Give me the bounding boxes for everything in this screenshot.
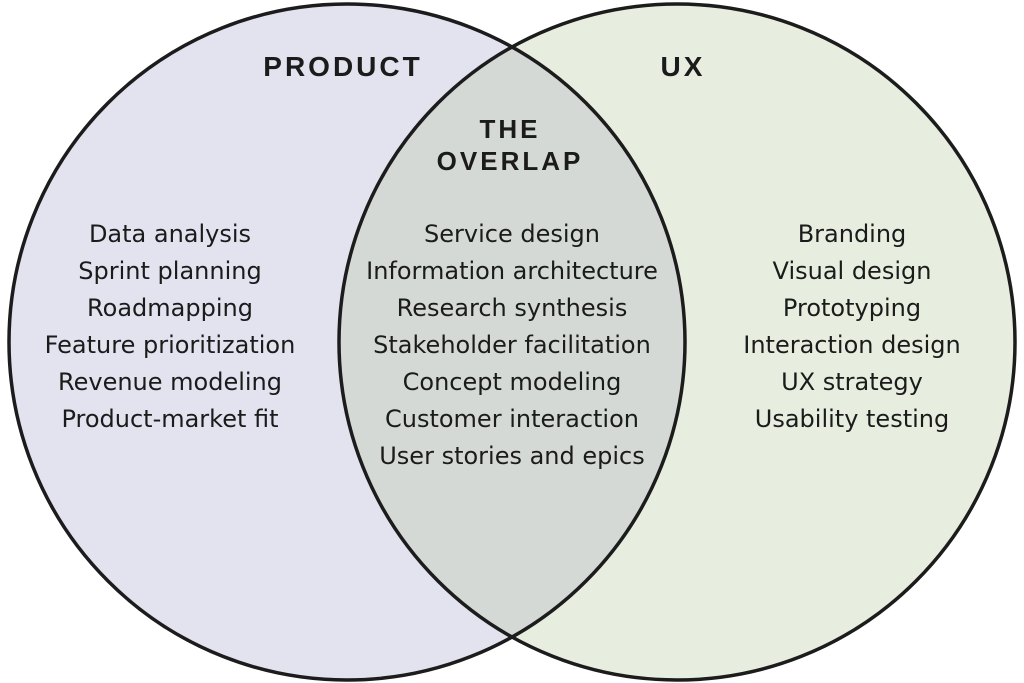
ux-circle-outline [337,2,1017,682]
list-item: Customer interaction [384,405,639,433]
product-item-list: Data analysis Sprint planning Roadmappin… [10,216,330,438]
overlap-set-title: THE OVERLAP [390,113,630,177]
list-item: Interaction design [743,331,961,359]
overlap-item-list: Service design Information architecture … [352,216,672,475]
list-item: Service design [424,220,600,248]
list-item: Branding [797,220,907,248]
ux-set-title: UX [660,51,706,82]
product-circle-outline [7,2,687,682]
overlap-region [339,4,685,680]
list-item: Research synthesis [396,294,628,322]
list-item: Roadmapping [87,294,253,322]
list-item: Usability testing [754,405,950,433]
overlap-title-line2: OVERLAP [436,146,584,176]
overlap-title-line1: THE [479,114,541,144]
list-item: Information architecture [366,257,658,285]
list-item: Revenue modeling [58,368,282,396]
list-item: UX strategy [781,368,923,396]
list-item: Prototyping [782,294,922,322]
list-item: Data analysis [88,220,252,248]
ux-item-list: Branding Visual design Prototyping Inter… [692,216,1012,438]
list-item: Visual design [772,257,932,285]
list-item: Concept modeling [402,368,622,396]
list-item: Stakeholder facilitation [373,331,651,359]
list-item: Feature prioritization [44,331,296,359]
list-item: Product-market fit [61,405,279,433]
list-item: Sprint planning [78,257,262,285]
product-set-title: PRODUCT [263,51,423,82]
list-item: User stories and epics [379,442,645,470]
